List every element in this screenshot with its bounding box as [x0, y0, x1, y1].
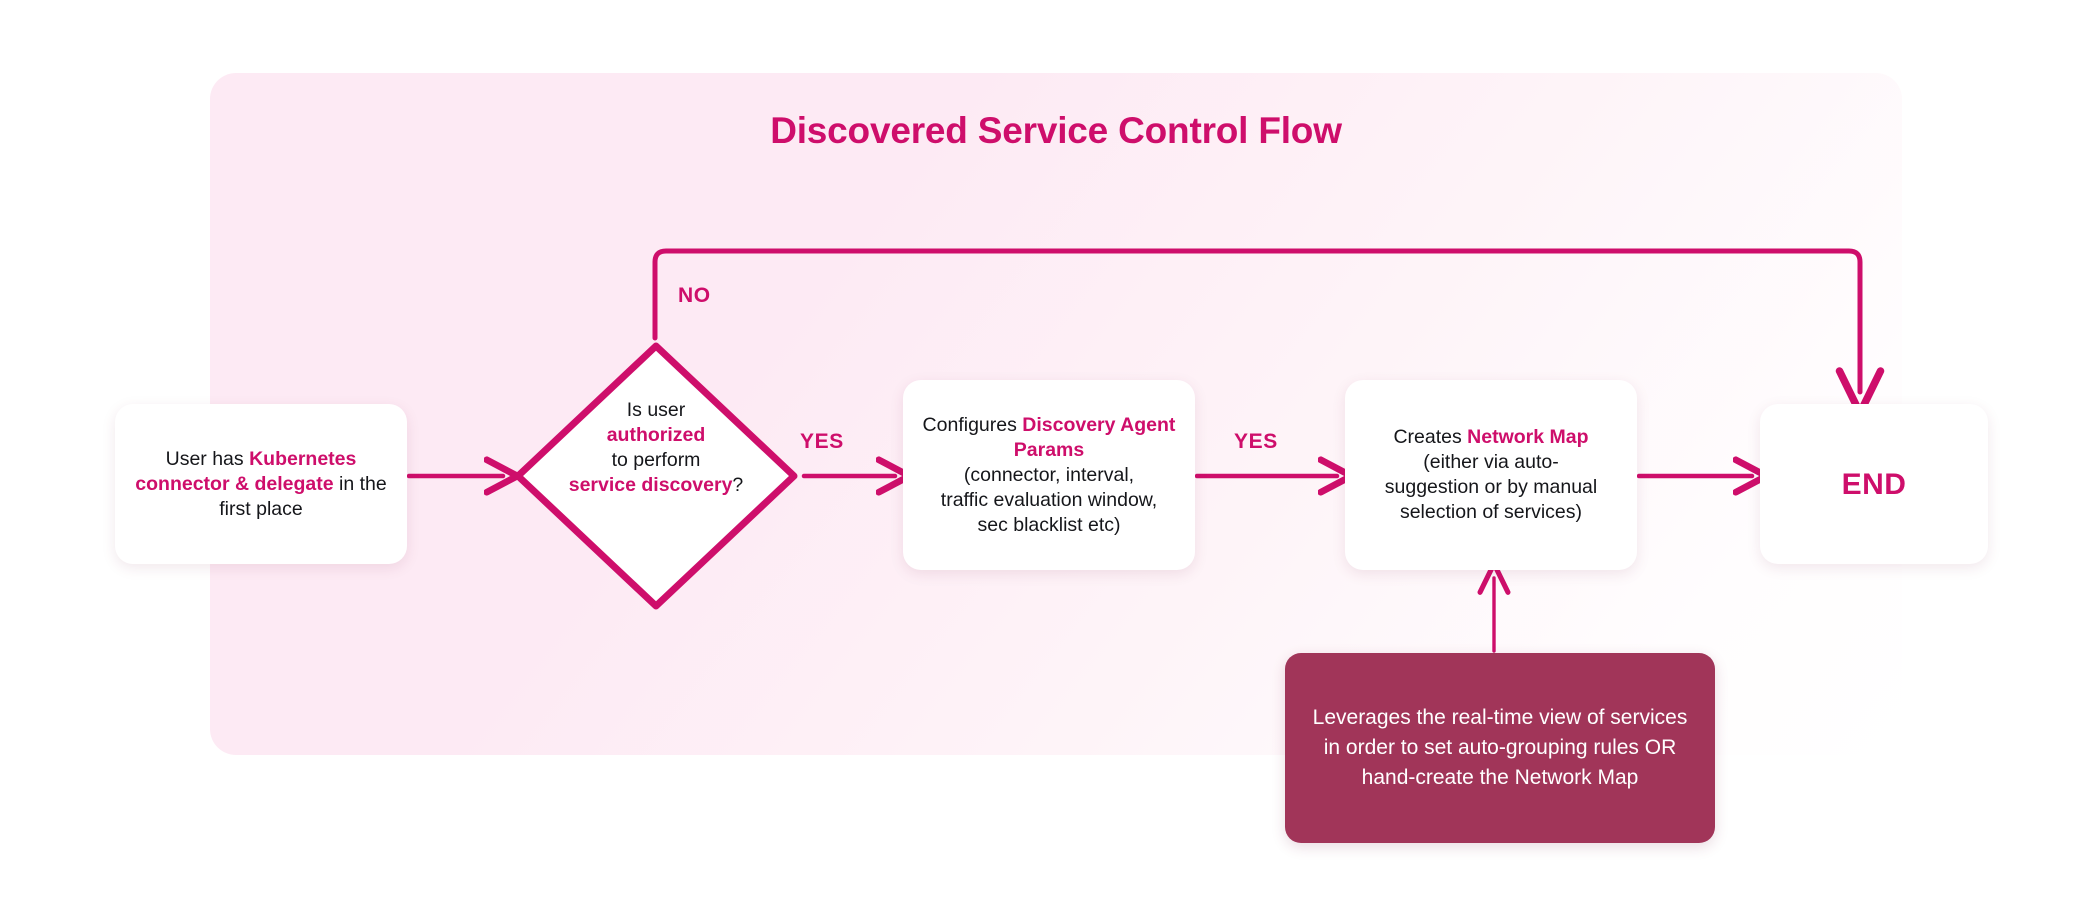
node-start[interactable]: User has Kubernetes connector & delegate…	[115, 404, 407, 564]
note-leverages-real-time-view[interactable]: Leverages the real-time view of services…	[1285, 653, 1715, 843]
node-decision[interactable]	[510, 338, 802, 614]
node-end[interactable]: END	[1760, 404, 1988, 564]
node-start-label: User has Kubernetes connector & delegate…	[135, 447, 387, 520]
node-params-label: Configures Discovery Agent Params(connec…	[922, 413, 1176, 536]
edge-label-yes-decision: YES	[800, 430, 844, 453]
note-label: Leverages the real-time view of services…	[1312, 706, 1688, 789]
node-configures-discovery-agent-params[interactable]: Configures Discovery Agent Params(connec…	[903, 380, 1195, 570]
node-netmap-label: Creates Network Map(either via auto-sugg…	[1384, 426, 1598, 523]
decision-diamond-shape	[514, 342, 798, 610]
node-creates-network-map[interactable]: Creates Network Map(either via auto-sugg…	[1345, 380, 1637, 570]
edge-label-yes-params: YES	[1234, 430, 1278, 453]
edge-label-no: NO	[678, 284, 711, 307]
node-end-label: END	[1841, 467, 1907, 501]
diagram-title: Discovered Service Control Flow	[770, 110, 1342, 151]
